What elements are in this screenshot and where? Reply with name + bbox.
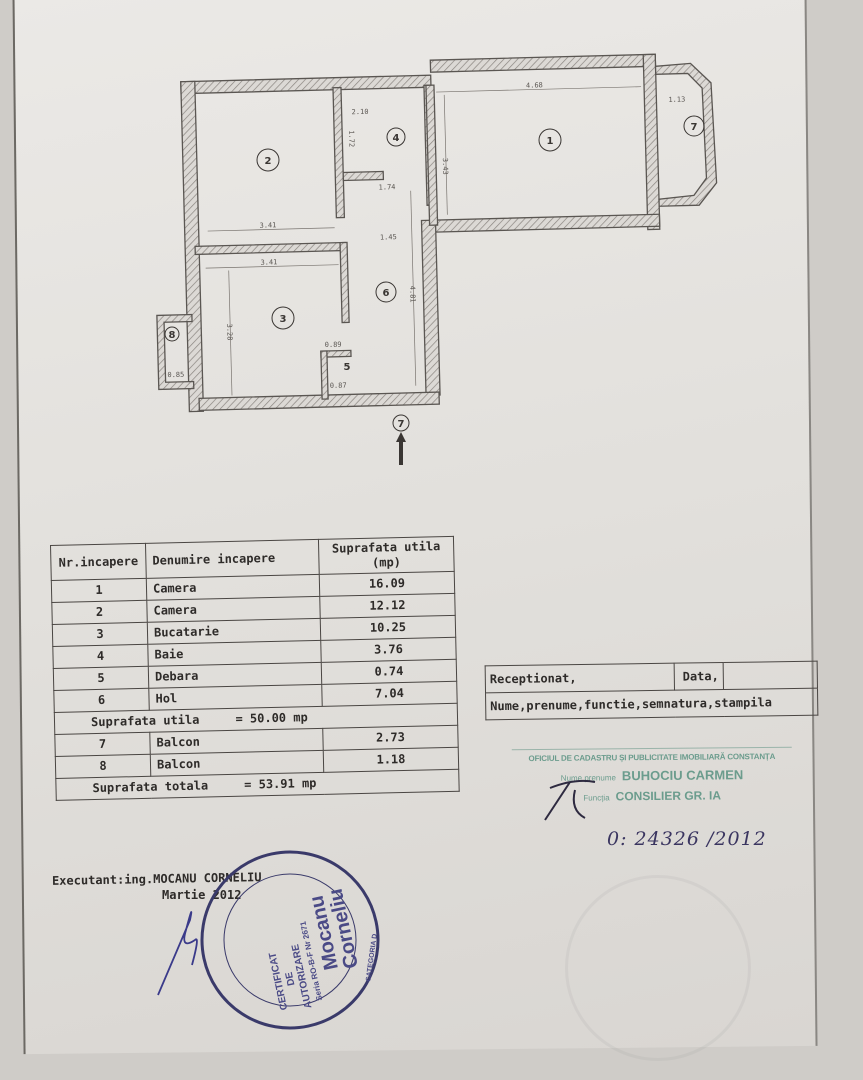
dim-room5: 0.87 xyxy=(330,381,347,389)
dim-hall-width: 1.45 xyxy=(380,233,397,241)
compass-label: 7 xyxy=(398,419,405,430)
header-area: Suprafata utila (mp) xyxy=(318,536,455,575)
wall-room3-right xyxy=(339,241,350,324)
room-8-label: 8 xyxy=(169,330,176,341)
signature-line-label: Nume,prenume,functie,semnatura,stampila xyxy=(485,688,818,720)
wall-top-left xyxy=(180,74,432,95)
dim-room4-width: 2.10 xyxy=(352,108,369,116)
ocpi-name: BUHOCIU CARMEN xyxy=(621,767,744,784)
dim-room5-top: 0.89 xyxy=(325,341,342,349)
dim-room3-width: 3.41 xyxy=(260,258,277,266)
wall-room4-bottom xyxy=(342,170,385,182)
room-3-label: 3 xyxy=(280,314,287,325)
wall-room2-right xyxy=(332,86,346,219)
ocpi-signature xyxy=(544,779,596,821)
registration-number: 0: 24326 /2012 xyxy=(607,828,767,850)
dim-room3-height: 3.28 xyxy=(225,323,233,340)
header-name: Denumire incapere xyxy=(145,539,320,579)
compass-arrow-icon xyxy=(396,432,406,465)
wall-room5-side xyxy=(320,350,329,400)
dim-balcony7: 1.13 xyxy=(668,96,685,104)
room-6-label: 6 xyxy=(383,288,390,299)
dim-room4-height: 1.72 xyxy=(347,130,355,147)
authorization-round-stamp: CERTIFICAT DE AUTORIZARE Seria RO-B-F Nr… xyxy=(200,850,380,1030)
dim-room1-width: 4.68 xyxy=(526,81,543,89)
room-1-label: 1 xyxy=(547,136,554,147)
receptionat-label: Receptionat, xyxy=(485,663,675,693)
room-4-label: 4 xyxy=(393,133,400,144)
dim-room1-height: 3.43 xyxy=(441,158,449,175)
wall-right xyxy=(642,53,661,231)
executant-date: Martie 2012 xyxy=(162,888,242,902)
date-cell xyxy=(723,661,818,690)
dim-room2-width: 3.41 xyxy=(259,221,276,229)
ocpi-function: CONSILIER GR. IA xyxy=(615,788,722,804)
faint-stamp xyxy=(565,875,751,1061)
room-7-label: 7 xyxy=(691,122,698,133)
dim-balcony8: 0.85 xyxy=(167,371,184,379)
wall-hall-right xyxy=(420,219,441,397)
dim-hall-top: 1.74 xyxy=(379,183,396,191)
wall-top-right xyxy=(429,53,657,73)
header-nr: Nr.incapere xyxy=(50,543,147,581)
dim-hall-length: 4.81 xyxy=(408,286,416,303)
balcony-8-wall xyxy=(156,313,195,391)
room-5-label: 5 xyxy=(344,362,351,373)
wall-2-3 xyxy=(194,241,346,256)
stamp-line-2: DE xyxy=(284,970,298,986)
wall-bottom xyxy=(198,391,440,412)
ocpi-office: OFICIUL DE CADASTRU ȘI PUBLICITATE IMOBI… xyxy=(528,751,776,764)
floor-plan: 4.68 3.43 3.41 3.41 3.28 1.45 1.74 4.81 … xyxy=(156,53,718,465)
reception-box: Receptionat,Data, Nume,prenume,functie,s… xyxy=(485,661,819,721)
wall-room1-left xyxy=(425,84,439,226)
data-label: Data, xyxy=(674,662,724,691)
wall-room1-bottom xyxy=(428,213,661,233)
balcony-7-wall xyxy=(654,62,718,207)
room-2-label: 2 xyxy=(265,156,272,167)
executant-signature xyxy=(157,911,198,996)
